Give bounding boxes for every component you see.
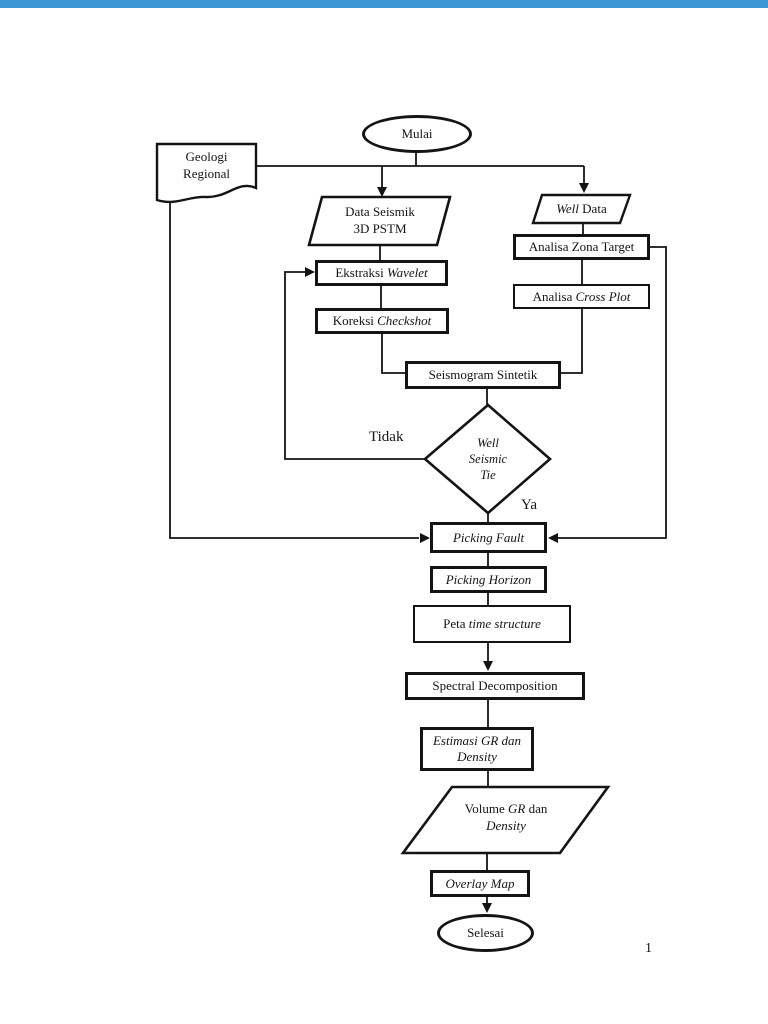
node-selesai: Selesai [437, 914, 534, 952]
volume-roman2: dan [525, 801, 548, 817]
connector-acp-seismogram [561, 307, 583, 374]
volume-roman1: Volume [464, 801, 509, 817]
connector-azt-picking-fault [558, 246, 667, 539]
volume-line1: Volume GR dan [465, 801, 548, 818]
decision-label-ya: Ya [521, 497, 537, 513]
node-estimasi-gr-density: Estimasi GR dan Density [420, 727, 534, 771]
node-spectral-decomposition: Spectral Decomposition [405, 672, 585, 700]
well-data-roman: Data [578, 200, 607, 216]
peta-italic: time structure [468, 616, 541, 632]
ekstraksi-italic: Wavelet [386, 265, 428, 281]
geologi-line1: Geologi [185, 149, 228, 165]
node-picking-horizon: Picking Horizon [430, 566, 547, 593]
diamond-well-seismic-tie [423, 403, 552, 515]
koreksi-roman: Koreksi [332, 313, 378, 329]
node-volume-label: Volume GR dan Density [421, 798, 591, 838]
wst-line1: Well [477, 435, 499, 450]
estimasi-line1: Estimasi GR dan [432, 733, 522, 749]
analisa-cross-plot-label: Analisa Cross Plot [533, 289, 631, 305]
koreksi-italic: Checkshot [377, 313, 432, 329]
node-analisa-cross-plot: Analisa Cross Plot [513, 284, 650, 309]
node-well-data-label: Well Data [533, 196, 630, 222]
wst-line3: Tie [480, 468, 496, 483]
spectral-decomposition-label: Spectral Decomposition [432, 678, 558, 694]
node-selesai-label: Selesai [467, 925, 504, 940]
peta-roman: Peta [443, 616, 469, 632]
parallelogram-data-seismik [307, 195, 452, 247]
wst-line2: Seismic [468, 451, 508, 466]
data-seismik-line1: Data Seismik [345, 204, 415, 220]
node-data-seismik-label: Data Seismik 3D PSTM [320, 203, 440, 239]
node-peta-time-structure: Peta time structure [413, 605, 571, 643]
node-ekstraksi-wavelet: Ekstraksi Wavelet [315, 260, 448, 286]
document-shape-geologi [155, 142, 258, 204]
page-number: 1 [645, 941, 652, 956]
analisa-zona-target-label: Analisa Zona Target [528, 239, 635, 255]
koreksi-checkshot-label: Koreksi Checkshot [333, 313, 432, 329]
node-geologi-regional-label: Geologi Regional [157, 146, 256, 186]
arrowhead-spectral [483, 661, 493, 671]
arrowhead-picking-fault-left [420, 533, 430, 543]
viewer-accent-bar [0, 0, 768, 8]
arrowhead-data-seismik [377, 187, 387, 197]
seismogram-sintetik-label: Seismogram Sintetik [428, 367, 538, 383]
parallelogram-well-data [531, 193, 632, 225]
arrowheads [305, 183, 589, 913]
arrowhead-well-data [579, 183, 589, 193]
connector-koreksi-seismogram [381, 334, 405, 374]
geologi-line2: Regional [183, 166, 230, 181]
arrowhead-picking-fault-right [548, 533, 558, 543]
picking-horizon-label: Picking Horizon [445, 571, 532, 587]
overlay-map-label: Overlay Map [445, 875, 515, 891]
arrowhead-selesai [482, 903, 492, 913]
cross-plot-roman: Analisa [532, 288, 576, 304]
volume-italic2: Density [486, 818, 526, 833]
node-analisa-zona-target: Analisa Zona Target [513, 234, 650, 260]
node-mulai: Mulai [362, 115, 472, 153]
node-well-seismic-tie-label: Well Seismic Tie [438, 430, 538, 488]
well-data-text: Well Data [556, 201, 606, 218]
node-overlay-map: Overlay Map [430, 870, 530, 897]
decision-label-tidak: Tidak [369, 429, 404, 445]
cross-plot-italic: Cross Plot [575, 288, 631, 304]
outline-shapes [155, 142, 632, 855]
arrowhead-ekstraksi [305, 267, 315, 277]
estimasi-line2: Density [457, 749, 497, 764]
picking-fault-label: Picking Fault [452, 529, 525, 545]
node-mulai-label: Mulai [401, 126, 433, 141]
connector-lines [169, 153, 667, 904]
volume-italic1: GR [508, 801, 526, 817]
peta-label: Peta time structure [443, 616, 541, 632]
ekstraksi-roman: Ekstraksi [335, 265, 387, 281]
ekstraksi-wavelet-label: Ekstraksi Wavelet [335, 265, 427, 281]
well-data-italic: Well [556, 200, 579, 216]
node-seismogram-sintetik: Seismogram Sintetik [405, 361, 561, 389]
data-seismik-line2: 3D PSTM [353, 221, 407, 236]
connector-geologi-picking-fault [169, 201, 419, 539]
parallelogram-volume [400, 785, 611, 855]
node-picking-fault: Picking Fault [430, 522, 547, 553]
node-koreksi-checkshot: Koreksi Checkshot [315, 308, 449, 334]
connector-tidak-feedback [284, 271, 425, 460]
